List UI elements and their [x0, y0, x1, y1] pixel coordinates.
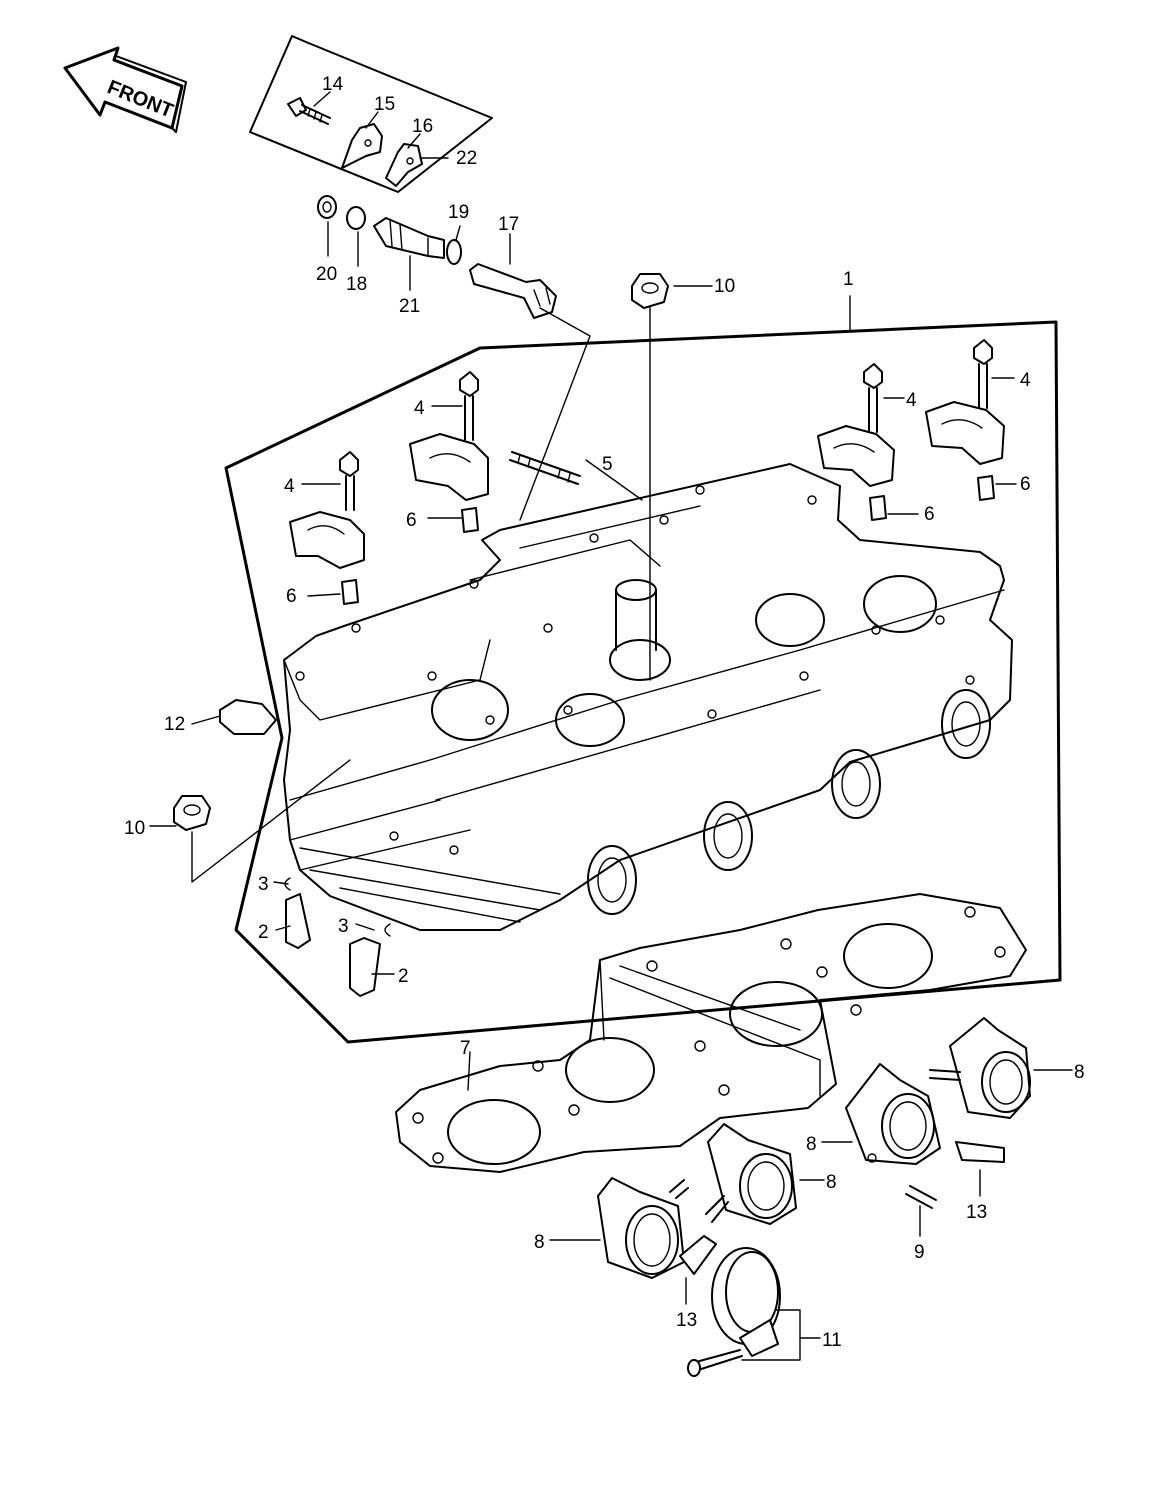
gasket-7-part [395, 893, 1027, 1173]
callout-6-left: 6 [286, 586, 297, 607]
tensioner-assembly [317, 195, 557, 319]
callout-14: 14 [322, 74, 344, 95]
callout-18: 18 [346, 274, 367, 295]
callout-7: 7 [460, 1038, 471, 1059]
callout-6-right: 6 [924, 504, 935, 525]
bracket-kit-inset [249, 35, 493, 193]
bracket-16-part [385, 143, 423, 187]
callout-17: 17 [498, 214, 519, 235]
intake-holders [597, 1017, 1031, 1377]
callout-5: 5 [602, 454, 613, 475]
callout-6-far-right: 6 [1020, 474, 1031, 495]
callout-2-left: 2 [258, 922, 269, 943]
callout-4-right: 4 [906, 390, 917, 411]
callout-4-far-right: 4 [1020, 370, 1031, 391]
bracket-15-part [341, 123, 383, 169]
callout-16: 16 [412, 116, 433, 137]
callout-10-left: 10 [124, 818, 145, 839]
cylinder-head-group-outline [224, 320, 1062, 1044]
callout-11: 11 [822, 1330, 842, 1351]
front-arrow-icon: FRONT [63, 46, 187, 133]
callout-4-left: 4 [284, 476, 295, 497]
callout-1: 1 [843, 269, 854, 290]
callout-8-right: 8 [806, 1134, 817, 1155]
callout-10-top: 10 [714, 276, 735, 297]
callout-8-left: 8 [534, 1232, 545, 1253]
callout-8-far-right: 8 [1074, 1062, 1085, 1083]
callout-2-right: 2 [398, 966, 409, 987]
callout-4-center: 4 [414, 398, 425, 419]
callout-22: 22 [456, 148, 477, 169]
callout-6-center: 6 [406, 510, 417, 531]
callout-13-right: 13 [966, 1202, 987, 1223]
callout-labels: 1 14 15 16 22 19 17 20 18 21 10 4 4 4 4 … [124, 74, 1085, 1351]
callout-3-left: 3 [258, 874, 269, 895]
callout-8-middle: 8 [826, 1172, 837, 1193]
callout-20: 20 [316, 264, 337, 285]
bolt-14-part [287, 97, 331, 125]
callout-12: 12 [164, 714, 185, 735]
callout-9: 9 [914, 1242, 925, 1263]
callout-13-left: 13 [676, 1310, 697, 1331]
callout-21: 21 [399, 296, 420, 317]
nut-10-top-part [631, 273, 669, 309]
callout-19: 19 [448, 202, 469, 223]
small-parts-left [173, 699, 391, 997]
callout-3-right: 3 [338, 916, 349, 937]
camshaft-caps [289, 339, 1005, 605]
cylinder-head-body [283, 463, 1013, 931]
leader-lines [149, 91, 1073, 1361]
callout-15: 15 [374, 94, 395, 115]
